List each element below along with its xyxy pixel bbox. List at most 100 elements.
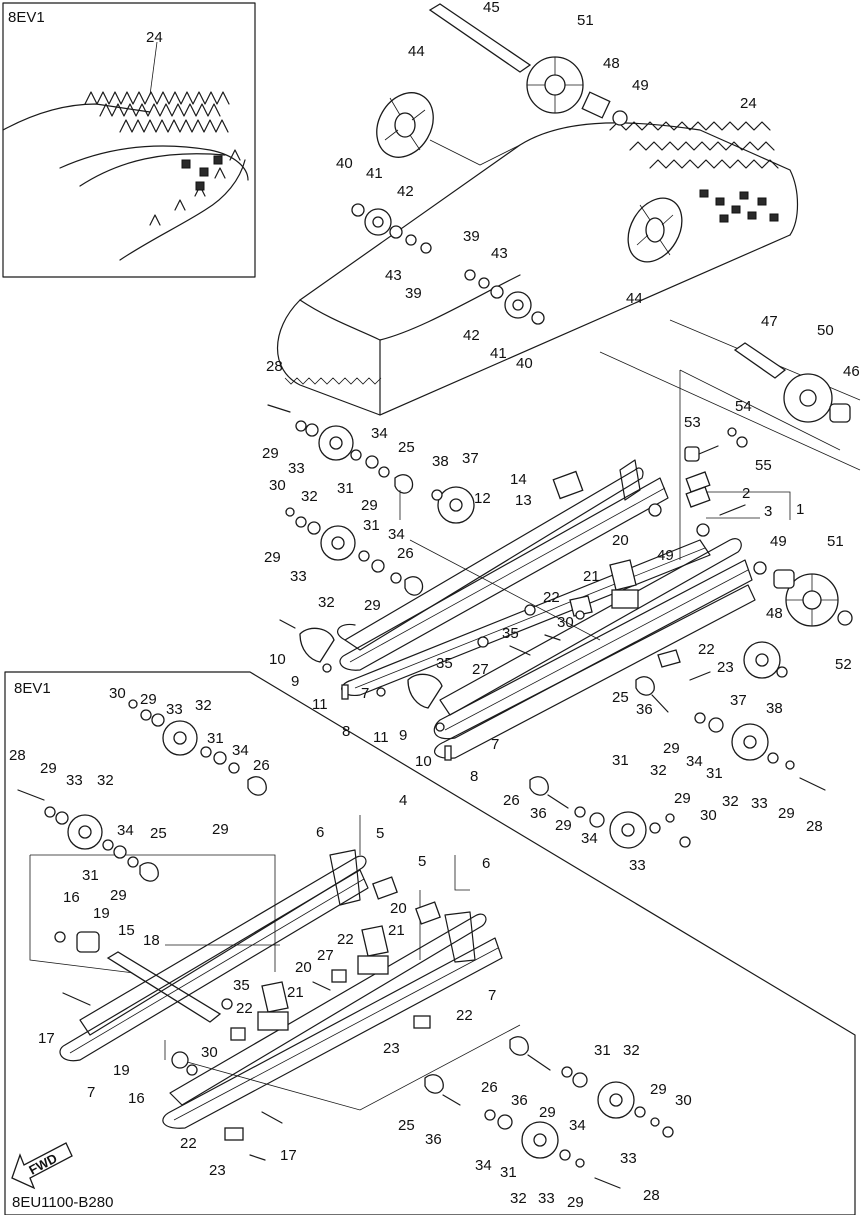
callout-d32c: 32 bbox=[623, 1042, 640, 1059]
callout-c50: 50 bbox=[817, 322, 834, 339]
inset-bottom-frame bbox=[4, 671, 856, 1215]
lower-rear-wheel bbox=[773, 569, 853, 627]
callout-d33a: 33 bbox=[166, 701, 183, 718]
callout-c32a: 32 bbox=[301, 488, 318, 505]
callout-c14: 14 bbox=[510, 471, 527, 488]
callout-d27: 27 bbox=[317, 947, 334, 964]
callout-c24: 24 bbox=[740, 95, 757, 112]
callout-d19a: 19 bbox=[93, 905, 110, 922]
callout-c35a: 35 bbox=[502, 625, 519, 642]
callout-c8a: 8 bbox=[342, 723, 350, 740]
idler-wheels-left bbox=[267, 404, 601, 641]
callout-d7b: 7 bbox=[87, 1084, 95, 1101]
callout-d33d: 33 bbox=[538, 1190, 555, 1207]
callout-c48b: 48 bbox=[766, 605, 783, 622]
callout-d29e: 29 bbox=[539, 1104, 556, 1121]
callout-c29e: 29 bbox=[663, 740, 680, 757]
rear-axle-assembly bbox=[351, 3, 683, 325]
callout-d28: 28 bbox=[9, 747, 26, 764]
callout-d16a: 16 bbox=[63, 889, 80, 906]
callout-c52: 52 bbox=[835, 656, 852, 673]
callout-c29b: 29 bbox=[361, 497, 378, 514]
callout-c29d: 29 bbox=[364, 597, 381, 614]
callout-c34a: 34 bbox=[371, 425, 388, 442]
inset-bottom-label: 8EV1 bbox=[14, 680, 51, 697]
callout-c30b: 30 bbox=[557, 614, 574, 631]
callout-d30b: 30 bbox=[201, 1044, 218, 1061]
callout-d29c: 29 bbox=[212, 821, 229, 838]
track-belt bbox=[277, 121, 799, 416]
callout-d4: 4 bbox=[399, 792, 407, 809]
callout-d36b: 36 bbox=[425, 1131, 442, 1148]
callout-c46: 46 bbox=[843, 363, 860, 380]
callout-c31a: 31 bbox=[337, 480, 354, 497]
idler-wheels-right bbox=[529, 676, 826, 849]
callout-d31a: 31 bbox=[207, 730, 224, 747]
callout-c29g: 29 bbox=[555, 817, 572, 834]
callout-c35b: 35 bbox=[436, 655, 453, 672]
callout-d25: 25 bbox=[150, 825, 167, 842]
callout-c33b: 33 bbox=[290, 568, 307, 585]
callout-c42b: 42 bbox=[463, 327, 480, 344]
callout-c9b: 9 bbox=[399, 727, 407, 744]
callout-c37b: 37 bbox=[730, 692, 747, 709]
callout-d26: 26 bbox=[253, 757, 270, 774]
callout-c40b: 40 bbox=[516, 355, 533, 372]
callout-c32c: 32 bbox=[650, 762, 667, 779]
upper-idler-assembly bbox=[599, 319, 861, 471]
callout-d29b: 29 bbox=[40, 760, 57, 777]
callout-c12: 12 bbox=[474, 490, 491, 507]
callout-d29d: 29 bbox=[110, 887, 127, 904]
callout-c22a: 22 bbox=[543, 589, 560, 606]
callout-c33d: 33 bbox=[629, 857, 646, 874]
callout-d22c: 22 bbox=[456, 1007, 473, 1024]
callout-c41b: 41 bbox=[490, 345, 507, 362]
callout-c29a: 29 bbox=[262, 445, 279, 462]
callout-c45: 45 bbox=[483, 0, 500, 16]
callout-d35: 35 bbox=[233, 977, 250, 994]
callout-c51b: 51 bbox=[827, 533, 844, 550]
figure-code: 8EU1100-B280 bbox=[12, 1194, 113, 1211]
callout-c26a: 26 bbox=[397, 545, 414, 562]
callout-d33c: 33 bbox=[620, 1150, 637, 1167]
callout-c37a: 37 bbox=[462, 450, 479, 467]
callout-c28b: 28 bbox=[806, 818, 823, 835]
callout-d34c: 34 bbox=[569, 1117, 586, 1134]
callout-c30a: 30 bbox=[269, 477, 286, 494]
fwd-label: FWD bbox=[26, 1151, 59, 1178]
callout-d31b: 31 bbox=[82, 867, 99, 884]
callout-c49c: 49 bbox=[657, 547, 674, 564]
callout-d31d: 31 bbox=[500, 1164, 517, 1181]
callout-c34d: 34 bbox=[581, 830, 598, 847]
callout-d22d: 22 bbox=[180, 1135, 197, 1152]
callout-c42a: 42 bbox=[397, 183, 414, 200]
callout-d28b: 28 bbox=[643, 1187, 660, 1204]
fwd-arrow-icon bbox=[11, 1142, 73, 1190]
callout-d19b: 19 bbox=[113, 1062, 130, 1079]
callout-d15: 15 bbox=[118, 922, 135, 939]
callout-c2: 2 bbox=[742, 485, 750, 502]
callout-c10a: 10 bbox=[269, 651, 286, 668]
callout-d6a: 6 bbox=[316, 824, 324, 841]
callout-d33b: 33 bbox=[66, 772, 83, 789]
callout-d32b: 32 bbox=[97, 772, 114, 789]
callout-c7a: 7 bbox=[361, 685, 369, 702]
callout-d20a: 20 bbox=[390, 900, 407, 917]
callout-c49a: 49 bbox=[632, 77, 649, 94]
callout-c55: 55 bbox=[755, 457, 772, 474]
callout-c25a: 25 bbox=[398, 439, 415, 456]
callout-c39a: 39 bbox=[463, 228, 480, 245]
callout-c40a: 40 bbox=[336, 155, 353, 172]
callout-c47: 47 bbox=[761, 313, 778, 330]
callout-d5b: 5 bbox=[418, 853, 426, 870]
callout-d16b: 16 bbox=[128, 1090, 145, 1107]
center-bracket-parts bbox=[477, 559, 711, 681]
callout-c44b: 44 bbox=[626, 290, 643, 307]
inset-top-callout: 24 bbox=[146, 29, 163, 46]
wheels-37-38 bbox=[431, 486, 788, 679]
callout-c43b: 43 bbox=[385, 267, 402, 284]
callout-c44a: 44 bbox=[408, 43, 425, 60]
callout-c31b: 31 bbox=[363, 517, 380, 534]
callout-c8b: 8 bbox=[470, 768, 478, 785]
front-caps-upper bbox=[279, 619, 452, 761]
